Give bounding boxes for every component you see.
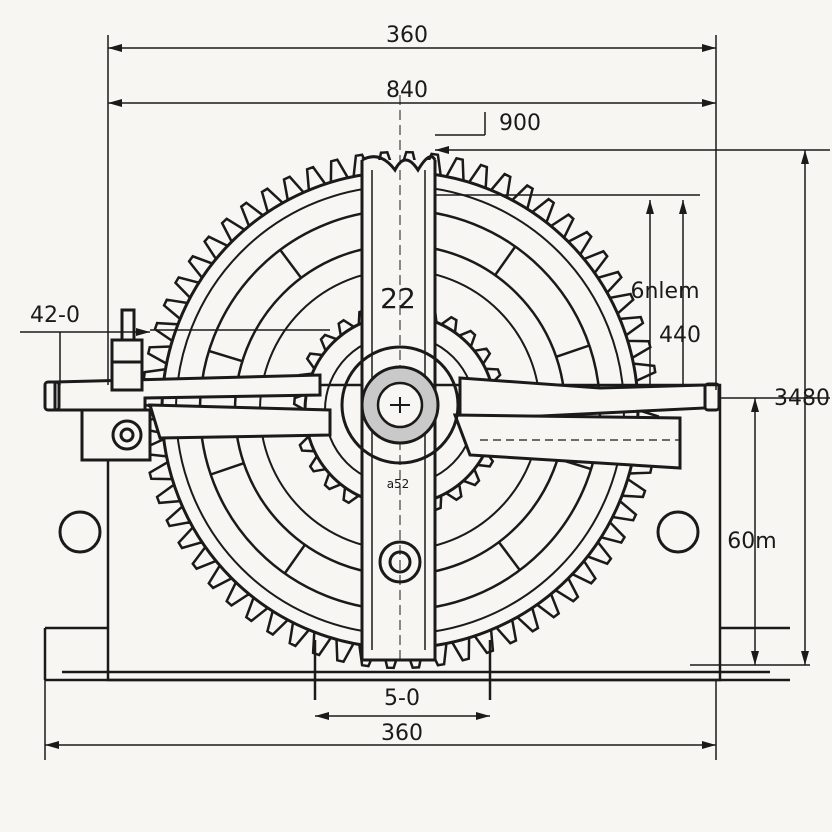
left-mount-hole: [58, 510, 102, 554]
dim-top-overall: 360: [386, 23, 428, 48]
wheel-spoke: [497, 541, 521, 571]
arrowheads: [45, 44, 809, 749]
wheel-spoke: [555, 344, 590, 358]
central-hub: [340, 345, 460, 465]
hub-mark: a52: [387, 477, 410, 491]
wheel-spoke: [283, 544, 306, 575]
dim-top-small: 900: [499, 111, 541, 136]
lower-bearing: [378, 540, 422, 584]
wheel-spoke: [210, 462, 245, 476]
wheel-spoke: [279, 249, 303, 279]
dim-bottom-overall: 360: [381, 721, 423, 746]
right-mount-hole: [656, 510, 700, 554]
center-label: 22: [380, 282, 416, 315]
dim-left-offset: 42-0: [30, 303, 80, 328]
dimension-lines: [20, 35, 830, 760]
dim-right-lower-height: 60m: [727, 529, 776, 554]
dim-bottom-inner: 5-0: [384, 686, 420, 711]
wheel-spoke: [494, 245, 517, 276]
dim-top-inner: 840: [386, 78, 428, 103]
dim-right-inner-height: 440: [659, 323, 701, 348]
dim-right-overall-height: 3480: [774, 386, 830, 411]
dim-right-upper-label: 6nlem: [630, 279, 699, 304]
wheel-spoke: [208, 349, 243, 363]
